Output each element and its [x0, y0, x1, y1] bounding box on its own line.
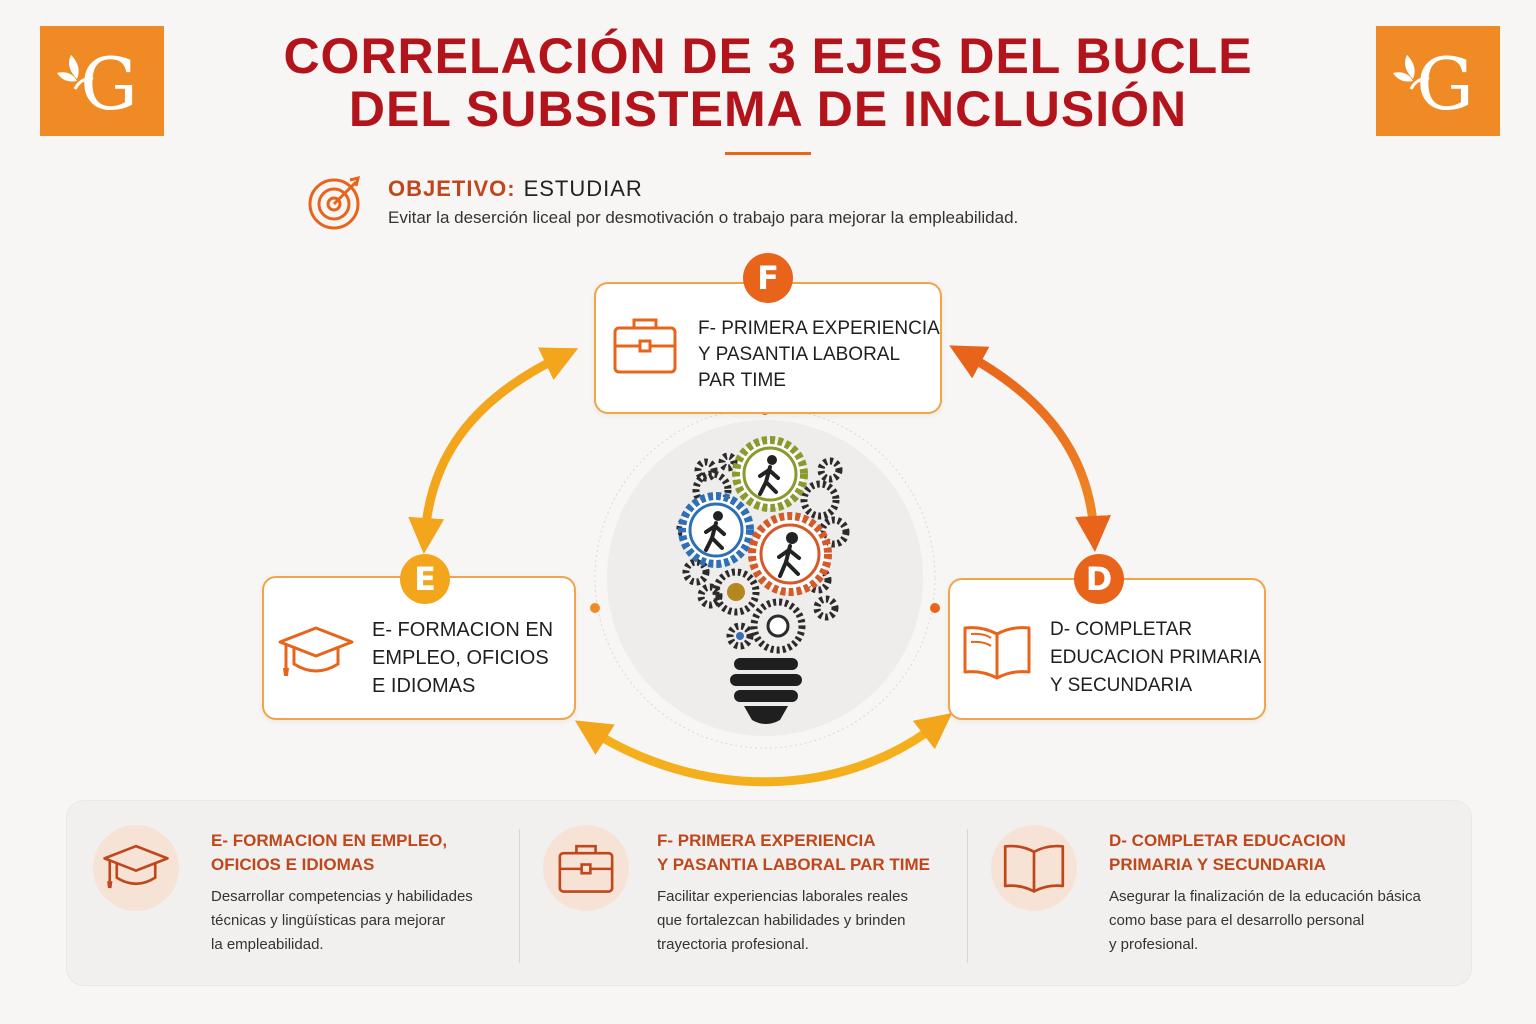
briefcase-icon [558, 844, 614, 893]
node-d-line-2: EDUCACION PRIMARIA [1050, 647, 1262, 668]
node-e-label: E- FORMACION EN EMPLEO, OFICIOS E IDIOMA… [372, 616, 553, 700]
node-f-line-1: F- PRIMERA EXPERIENCIA [698, 318, 940, 339]
objective-description: Evitar la deserción liceal por desmotiva… [388, 208, 1019, 227]
summary-icon-circle [543, 825, 629, 911]
node-f: F- PRIMERA EXPERIENCIA Y PASANTIA LABORA… [594, 282, 942, 414]
summary-column-e: E- FORMACION EN EMPLEO, OFICIOS E IDIOMA… [93, 801, 513, 985]
summary-desc-line-2: como base para el desarrollo personal [1109, 912, 1365, 929]
summary-icon-circle [93, 825, 179, 911]
summary-title-line-2: Y PASANTIA LABORAL PAR TIME [657, 855, 930, 874]
arrow-e-d [574, 712, 953, 787]
badge-f: F [743, 253, 793, 303]
summary-desc-line-1: Facilitar experiencias laborales reales [657, 888, 908, 905]
title-line-1: CORRELACIÓN DE 3 EJES DEL BUCLE [283, 28, 1253, 84]
summary-desc-line-3: la empleabilidad. [211, 936, 324, 953]
node-f-line-2: Y PASANTIA LABORAL [698, 344, 901, 365]
summary-desc-line-1: Asegurar la finalización de la educación… [1109, 888, 1421, 905]
summary-description: Desarrollar competencias y habilidades t… [211, 885, 473, 957]
summary-title-line-1: D- COMPLETAR EDUCACION [1109, 831, 1346, 850]
briefcase-icon [613, 318, 677, 374]
summary-title: E- FORMACION EN EMPLEO, OFICIOS E IDIOMA… [211, 829, 447, 877]
node-e-line-2: EMPLEO, OFICIOS [372, 647, 549, 669]
summary-title-line-1: F- PRIMERA EXPERIENCIA [657, 831, 876, 850]
svg-text:G: G [1416, 42, 1474, 126]
summary-description: Asegurar la finalización de la educación… [1109, 885, 1421, 957]
node-f-label: F- PRIMERA EXPERIENCIA Y PASANTIA LABORA… [698, 316, 940, 394]
lightbulb-gears-icon [676, 436, 850, 724]
logo-right: G [1376, 26, 1500, 136]
summary-desc-line-3: trayectoria profesional. [657, 936, 809, 953]
graduation-cap-icon [103, 844, 169, 889]
node-d-line-1: D- COMPLETAR [1050, 619, 1193, 640]
summary-icon-circle [991, 825, 1077, 911]
badge-d: D [1074, 554, 1124, 604]
node-d-label: D- COMPLETAR EDUCACION PRIMARIA Y SECUND… [1050, 616, 1261, 700]
page-title: CORRELACIÓN DE 3 EJES DEL BUCLE DEL SUBS… [230, 30, 1306, 136]
connector-dot [930, 603, 940, 613]
node-d-line-3: Y SECUNDARIA [1050, 675, 1193, 696]
connector-dot [590, 603, 600, 613]
summary-title-line-2: OFICIOS E IDIOMAS [211, 855, 375, 874]
title-line-2: DEL SUBSISTEMA DE INCLUSIÓN [348, 81, 1188, 137]
leaf-g-logo-icon: G [57, 42, 138, 126]
arrow-e-f [408, 347, 579, 554]
summary-divider [519, 829, 520, 963]
objective-heading: OBJETIVO: ESTUDIAR [388, 176, 643, 202]
node-e-line-3: E IDIOMAS [372, 675, 476, 697]
summary-column-f: F- PRIMERA EXPERIENCIA Y PASANTIA LABORA… [543, 801, 963, 985]
summary-title-line-1: E- FORMACION EN EMPLEO, [211, 831, 448, 850]
leaf-g-logo-icon: G [1393, 42, 1474, 126]
summary-desc-line-1: Desarrollar competencias y habilidades [211, 888, 473, 905]
objective-value: ESTUDIAR [523, 176, 643, 201]
logo-left: G [40, 26, 164, 136]
title-underline [725, 152, 811, 155]
badge-e: E [400, 554, 450, 604]
summary-desc-line-2: técnicas y lingüísticas para mejorar [211, 912, 446, 929]
open-book-icon [963, 626, 1031, 680]
summary-divider [967, 829, 968, 963]
graduation-cap-icon [278, 626, 354, 676]
summary-column-d: D- COMPLETAR EDUCACION PRIMARIA Y SECUND… [991, 801, 1451, 985]
objective-label: OBJETIVO: [388, 176, 516, 201]
summary-title: D- COMPLETAR EDUCACION PRIMARIA Y SECUND… [1109, 829, 1346, 877]
summary-desc-line-2: que fortalezcan habilidades y brinden [657, 912, 906, 929]
summary-desc-line-3: y profesional. [1109, 936, 1199, 953]
arrow-f-d [949, 345, 1111, 552]
summary-panel: E- FORMACION EN EMPLEO, OFICIOS E IDIOMA… [66, 800, 1472, 986]
svg-text:G: G [80, 42, 138, 126]
node-e-line-1: E- FORMACION EN [372, 619, 554, 641]
target-icon [308, 175, 361, 230]
open-book-icon [1003, 844, 1065, 893]
summary-title-line-2: PRIMARIA Y SECUNDARIA [1109, 855, 1326, 874]
summary-title: F- PRIMERA EXPERIENCIA Y PASANTIA LABORA… [657, 829, 930, 877]
node-f-line-3: PAR TIME [698, 370, 786, 391]
summary-description: Facilitar experiencias laborales reales … [657, 885, 908, 957]
